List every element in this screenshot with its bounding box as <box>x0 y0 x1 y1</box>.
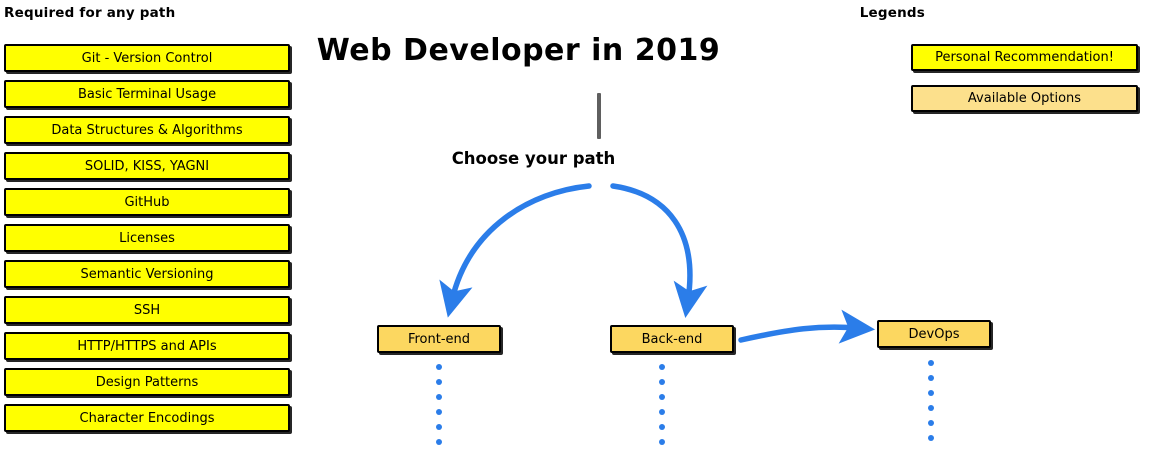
choose-path-text: Choose your path <box>451 149 616 168</box>
required-item-solid-kiss-yagni[interactable]: SOLID, KISS, YAGNI <box>4 152 290 180</box>
legends-section-title: Legends <box>859 5 925 21</box>
legend-personal-recommendation: Personal Recommendation! <box>911 44 1138 71</box>
required-item-semantic-versioning[interactable]: Semantic Versioning <box>4 260 290 288</box>
dotted-continuation-devops <box>928 360 935 450</box>
dotted-continuation-frontend <box>436 364 443 454</box>
required-item-terminal[interactable]: Basic Terminal Usage <box>4 80 290 108</box>
required-item-design-patterns[interactable]: Design Patterns <box>4 368 290 396</box>
path-box-devops[interactable]: DevOps <box>877 320 991 348</box>
path-box-frontend[interactable]: Front-end <box>377 325 501 353</box>
path-box-backend[interactable]: Back-end <box>610 325 734 353</box>
page-title-text: Web Developer in 2019 <box>316 33 721 68</box>
stem-connector-line <box>597 93 601 139</box>
legend-available-options: Available Options <box>911 85 1138 112</box>
required-item-ssh[interactable]: SSH <box>4 296 290 324</box>
choose-path-label: Choose your path <box>0 149 1149 168</box>
arrow-to-backend <box>610 183 708 318</box>
required-item-github[interactable]: GitHub <box>4 188 290 216</box>
arrow-backend-to-devops <box>738 309 876 344</box>
dotted-continuation-backend <box>659 364 666 454</box>
arrow-to-frontend <box>439 183 592 318</box>
required-item-character-encodings[interactable]: Character Encodings <box>4 404 290 432</box>
required-item-licenses[interactable]: Licenses <box>4 224 290 252</box>
required-section-title: Required for any path <box>4 5 176 21</box>
required-item-http-apis[interactable]: HTTP/HTTPS and APIs <box>4 332 290 360</box>
required-item-git[interactable]: Git - Version Control <box>4 44 290 72</box>
required-item-data-structures[interactable]: Data Structures & Algorithms <box>4 116 290 144</box>
